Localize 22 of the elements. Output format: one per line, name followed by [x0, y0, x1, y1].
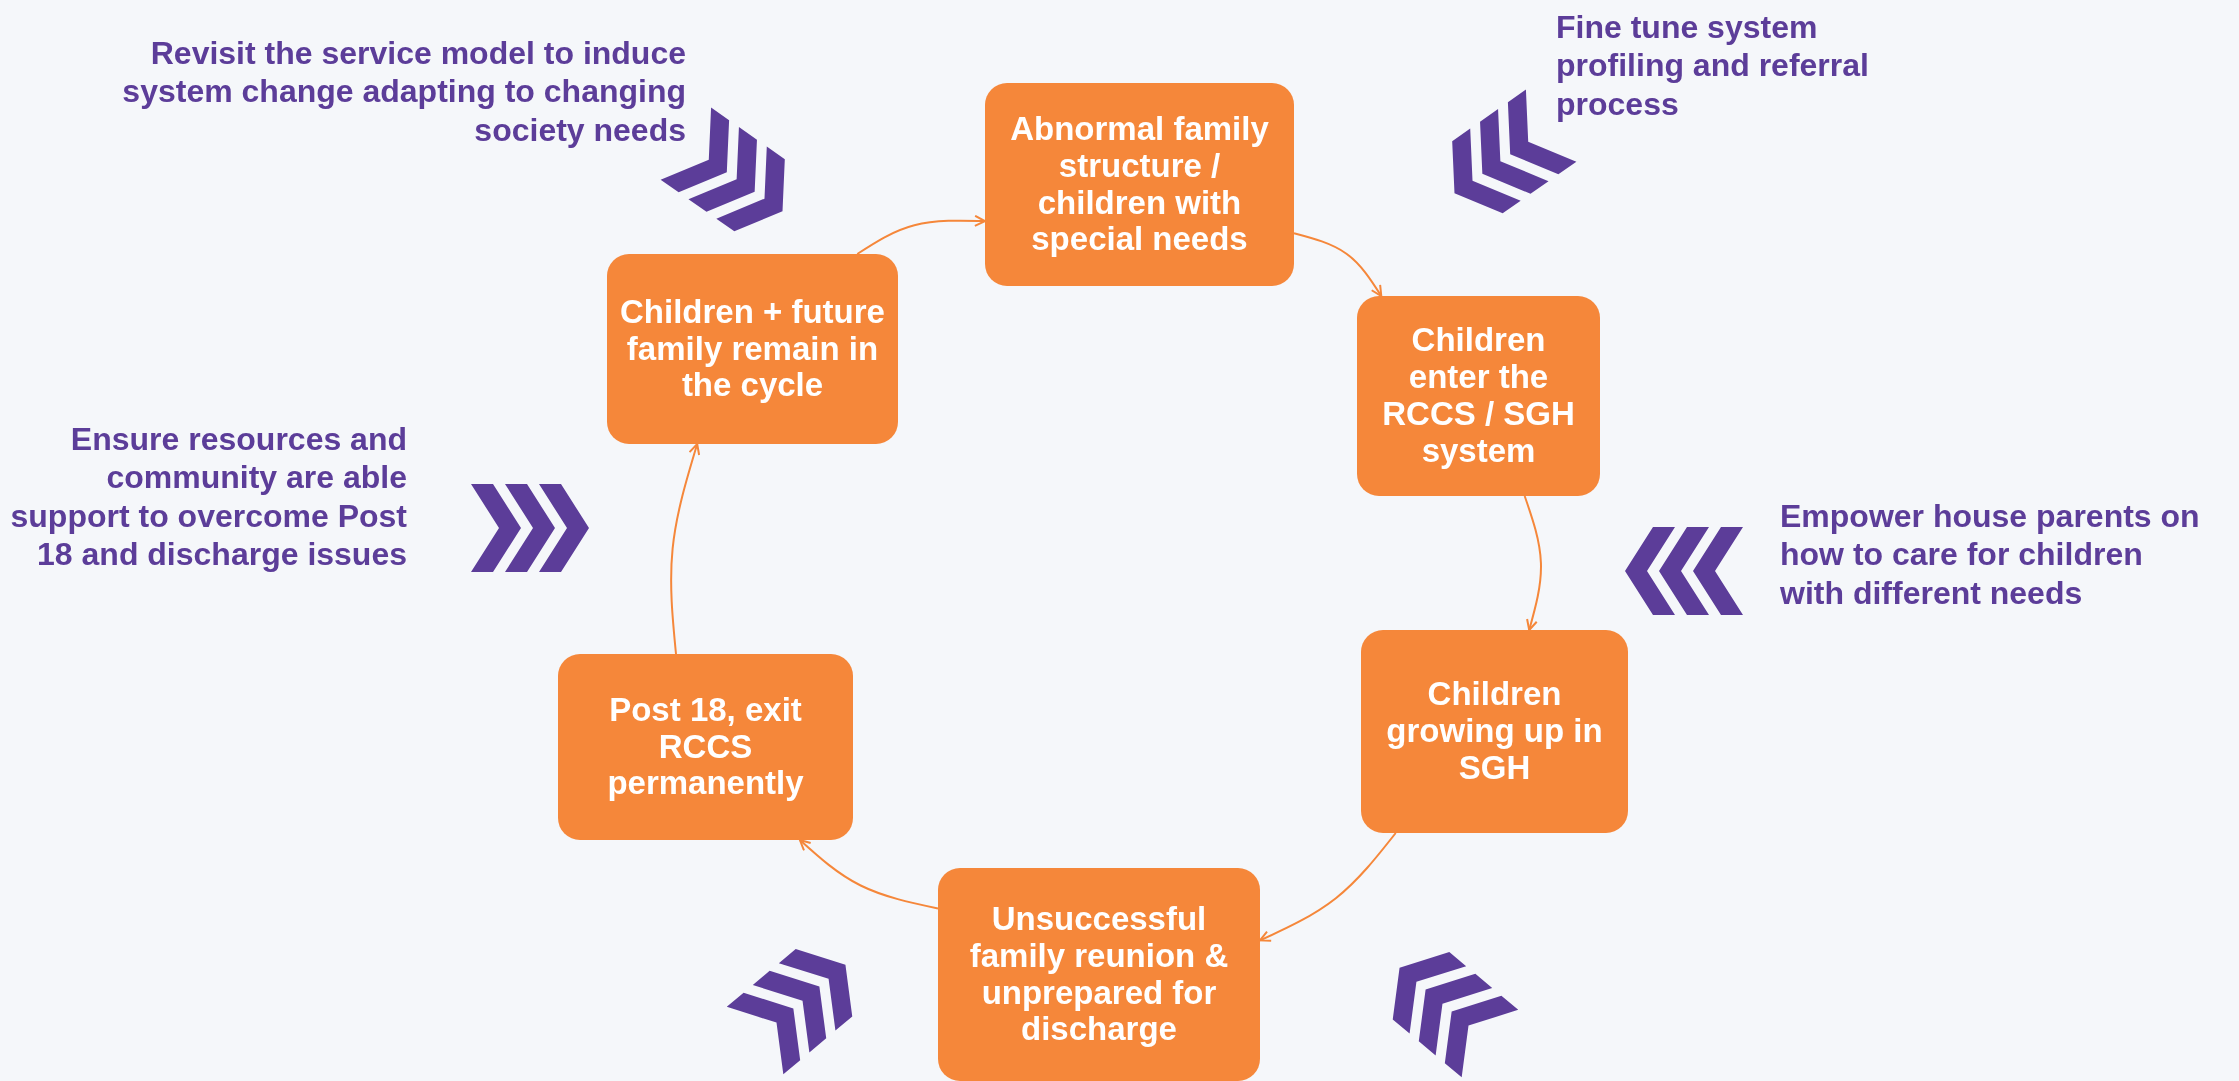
process-box [1357, 296, 1600, 496]
box-text: Children + future family remain in the cycle [619, 293, 886, 405]
note-text: Empower house parents on how to care for children with different needs [1780, 497, 2200, 613]
box-text: Post 18, exit RCCS permanently [606, 691, 805, 803]
arrow [1259, 832, 1397, 942]
arrow [1523, 495, 1542, 631]
box-text: Children enter the RCCS / SGH system [1381, 322, 1576, 470]
note-text: Fine tune system profiling and referral process [1556, 8, 1870, 124]
arrow [670, 443, 701, 655]
process-box [938, 868, 1260, 1081]
process-box [558, 654, 853, 840]
box-text: Unsuccessful family reunion & unprepared for discharge [968, 900, 1230, 1049]
process-box [985, 83, 1294, 286]
process-box [1361, 630, 1628, 833]
box-text: Children growing up in SGH [1385, 676, 1604, 787]
arrow [856, 214, 986, 255]
process-box [607, 254, 898, 444]
arrow [798, 839, 939, 910]
note-text: Revisit the service model to induce system change adapting to changing society needs [121, 34, 686, 150]
box-text: Abnormal family structure / children with special needs [1009, 110, 1270, 259]
note-text: Ensure resources and community are able support to overcome Post 18 and discharge issues [9, 420, 407, 574]
arrow [1293, 232, 1383, 297]
